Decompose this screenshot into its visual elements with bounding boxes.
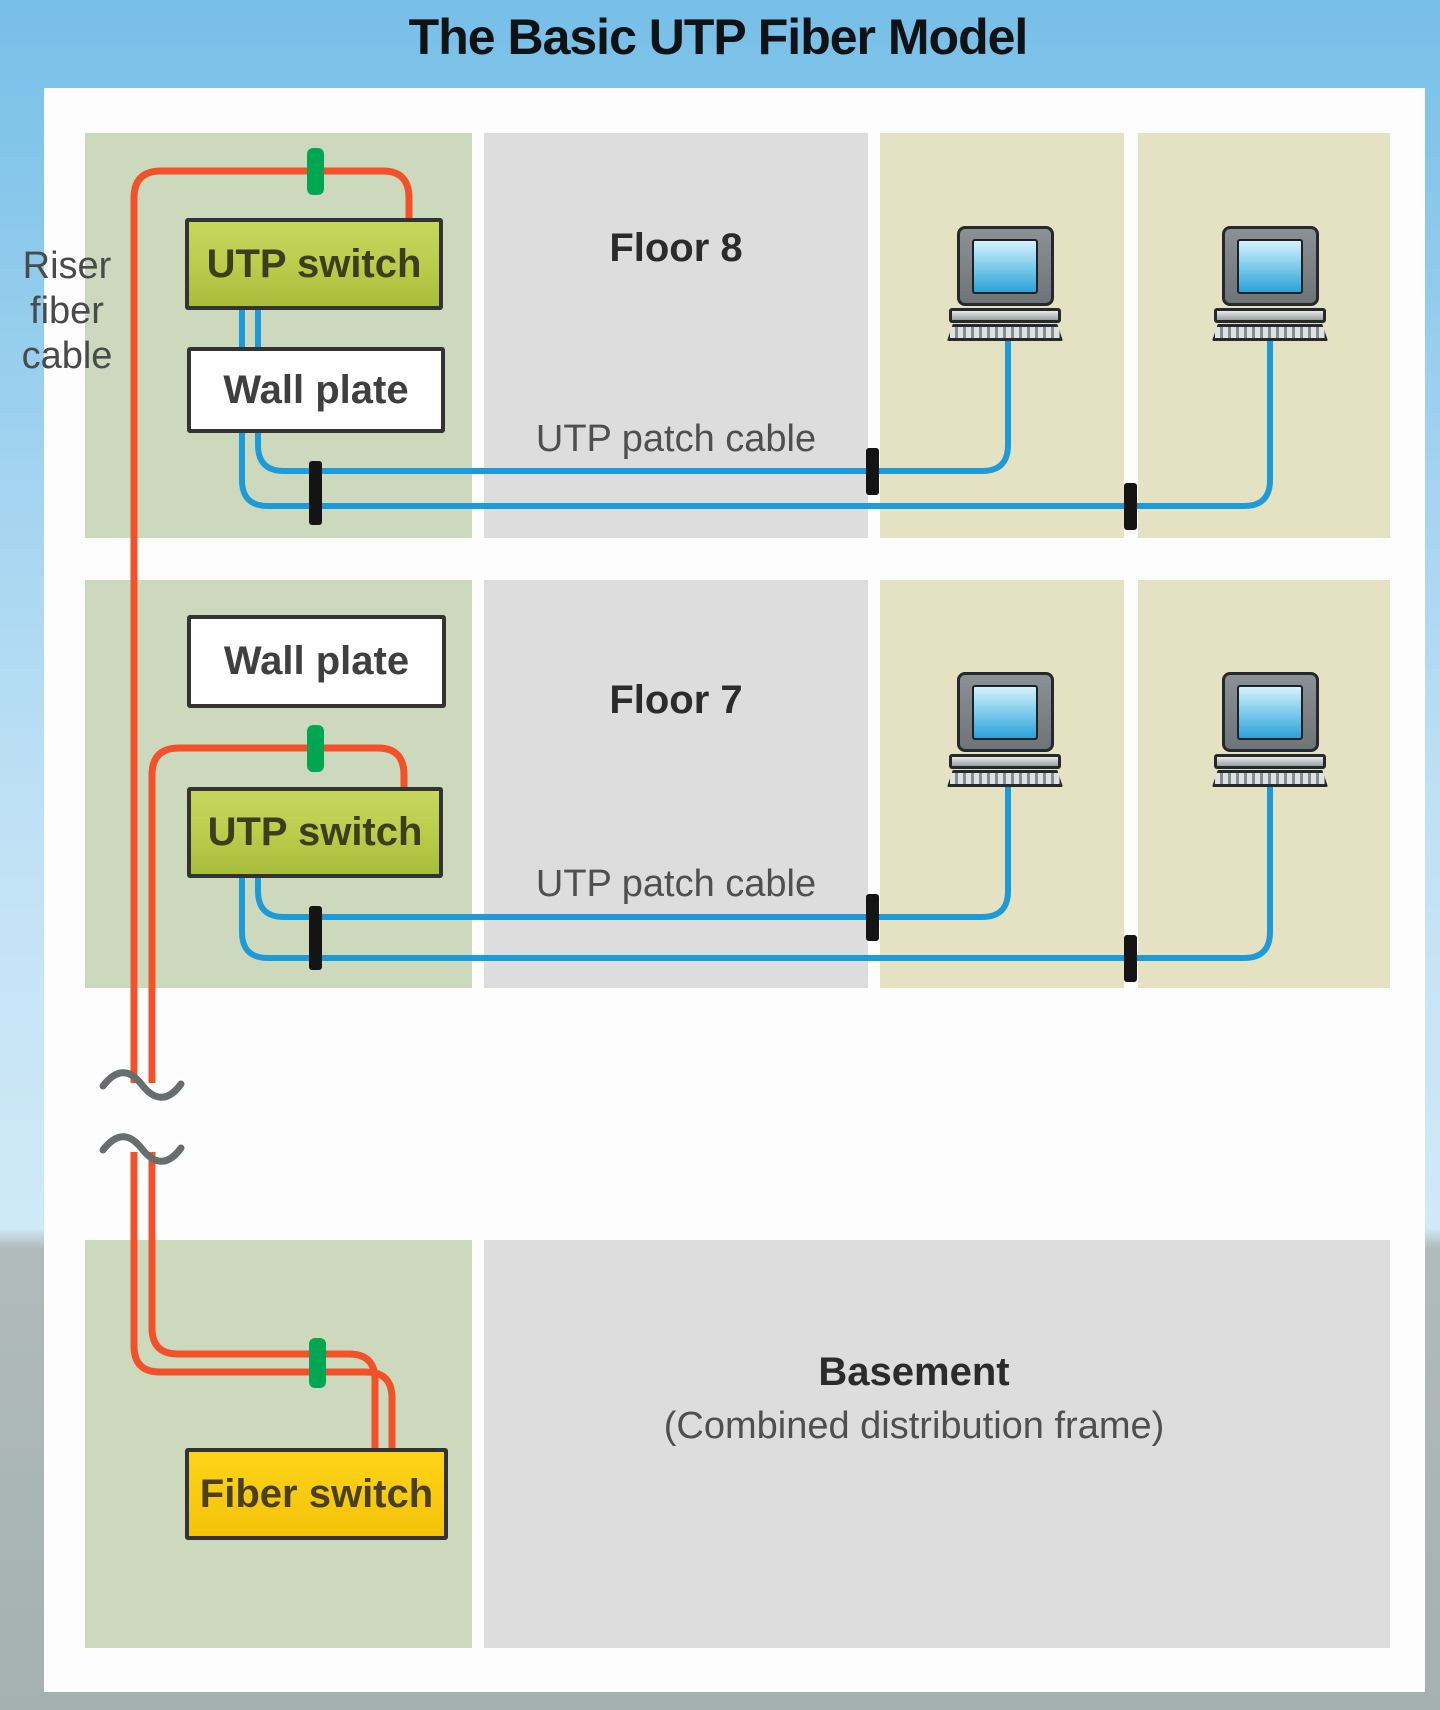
computer-system-unit — [1214, 308, 1326, 323]
computer-system-unit — [949, 308, 1061, 323]
computer-monitor — [956, 226, 1054, 306]
computer-keyboard — [1212, 324, 1328, 341]
floor7-utp-switch-label: UTP switch — [207, 810, 423, 854]
floor8-wall-plate-label: Wall plate — [223, 367, 409, 412]
riser-label-line1: Riser — [22, 245, 112, 287]
floor8-patch-cable-label: UTP patch cable — [535, 418, 817, 460]
floor8-hall-panel — [484, 133, 868, 538]
computer-screen — [972, 684, 1038, 740]
floor7-utp-switch: UTP switch — [187, 787, 443, 878]
basement-closet-panel — [85, 1240, 472, 1648]
basement-hall-panel — [484, 1240, 1390, 1648]
floor8-closet-panel — [85, 133, 472, 538]
floor7-name: Floor 7 — [609, 678, 743, 722]
riser-fiber-cable-label: Riser fiber cable — [8, 244, 126, 379]
computer-icon — [947, 672, 1063, 787]
computer-screen — [972, 238, 1038, 294]
computer-screen — [1237, 684, 1303, 740]
page-title: The Basic UTP Fiber Model — [408, 9, 1029, 65]
basement-subtitle: (Combined distribution frame) — [663, 1405, 1165, 1447]
computer-screen — [1237, 238, 1303, 294]
basement-fiber-switch: Fiber switch — [185, 1448, 448, 1540]
basement-fiber-switch-label: Fiber switch — [199, 1471, 434, 1516]
floor7-wall-plate-label: Wall plate — [223, 639, 410, 683]
computer-icon — [1212, 226, 1328, 341]
computer-keyboard — [947, 324, 1063, 341]
computer-system-unit — [949, 754, 1061, 769]
floor8-utp-switch: UTP switch — [185, 218, 443, 310]
computer-monitor — [1221, 226, 1319, 306]
computer-keyboard — [947, 770, 1063, 787]
basement-name: Basement — [818, 1350, 1010, 1394]
riser-label-line2: fiber — [30, 290, 104, 332]
floor8-utp-switch-label: UTP switch — [206, 241, 422, 286]
floor7-patch-cable-label: UTP patch cable — [535, 863, 817, 905]
riser-label-line3: cable — [21, 335, 113, 377]
computer-icon — [1212, 672, 1328, 787]
computer-monitor — [956, 672, 1054, 752]
computer-system-unit — [1214, 754, 1326, 769]
floor7-wall-plate: Wall plate — [187, 615, 446, 708]
computer-monitor — [1221, 672, 1319, 752]
floor8-wall-plate: Wall plate — [187, 347, 445, 433]
floor8-name: Floor 8 — [609, 226, 743, 270]
floor7-hall-panel — [484, 580, 868, 988]
computer-icon — [947, 226, 1063, 341]
computer-keyboard — [1212, 770, 1328, 787]
